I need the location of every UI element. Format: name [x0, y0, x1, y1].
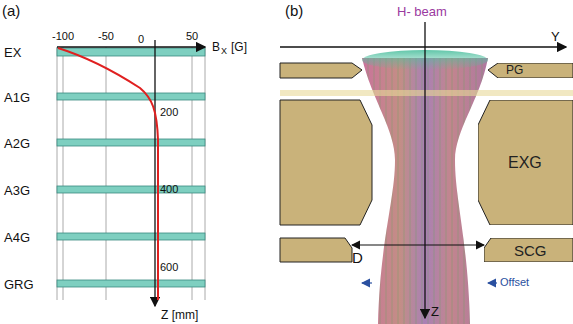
electrode-label: EXG	[508, 155, 542, 171]
beam-label: H- beam	[397, 5, 447, 18]
electrode-label: SCG	[514, 243, 547, 258]
grid-label: A4G	[4, 231, 30, 244]
tick-label: 200	[160, 107, 178, 118]
offset-label: Offset	[500, 277, 529, 288]
tick-label: 400	[160, 184, 178, 195]
axis-label: Z	[431, 305, 439, 318]
dimension-label: D	[352, 250, 363, 265]
axis-label: Y	[551, 30, 560, 43]
panel-letter: (b)	[285, 3, 303, 18]
grid-label: A3G	[4, 184, 30, 197]
grid-label: EX	[4, 46, 21, 59]
tick-label: 600	[160, 262, 178, 273]
tick-label: -100	[52, 31, 74, 42]
tick-label: -50	[98, 31, 114, 42]
axis-subscript: X	[221, 47, 227, 56]
electrode-shape	[488, 63, 573, 78]
grid-label: A2G	[4, 137, 30, 150]
electrode: EXG	[478, 100, 573, 225]
electrode: PG	[488, 63, 573, 78]
axis-title: Z [mm]	[161, 309, 198, 321]
axis-unit: [G]	[231, 41, 247, 53]
axis-title: B	[212, 41, 220, 53]
tick-label: 0	[138, 34, 144, 45]
electrode: SCG	[484, 238, 573, 262]
electrode-label: PG	[506, 64, 523, 76]
panel-letter: (a)	[2, 3, 20, 18]
grid-label: A1G	[4, 91, 30, 104]
grid-label: GRG	[4, 278, 34, 291]
tick-label: 50	[186, 31, 198, 42]
